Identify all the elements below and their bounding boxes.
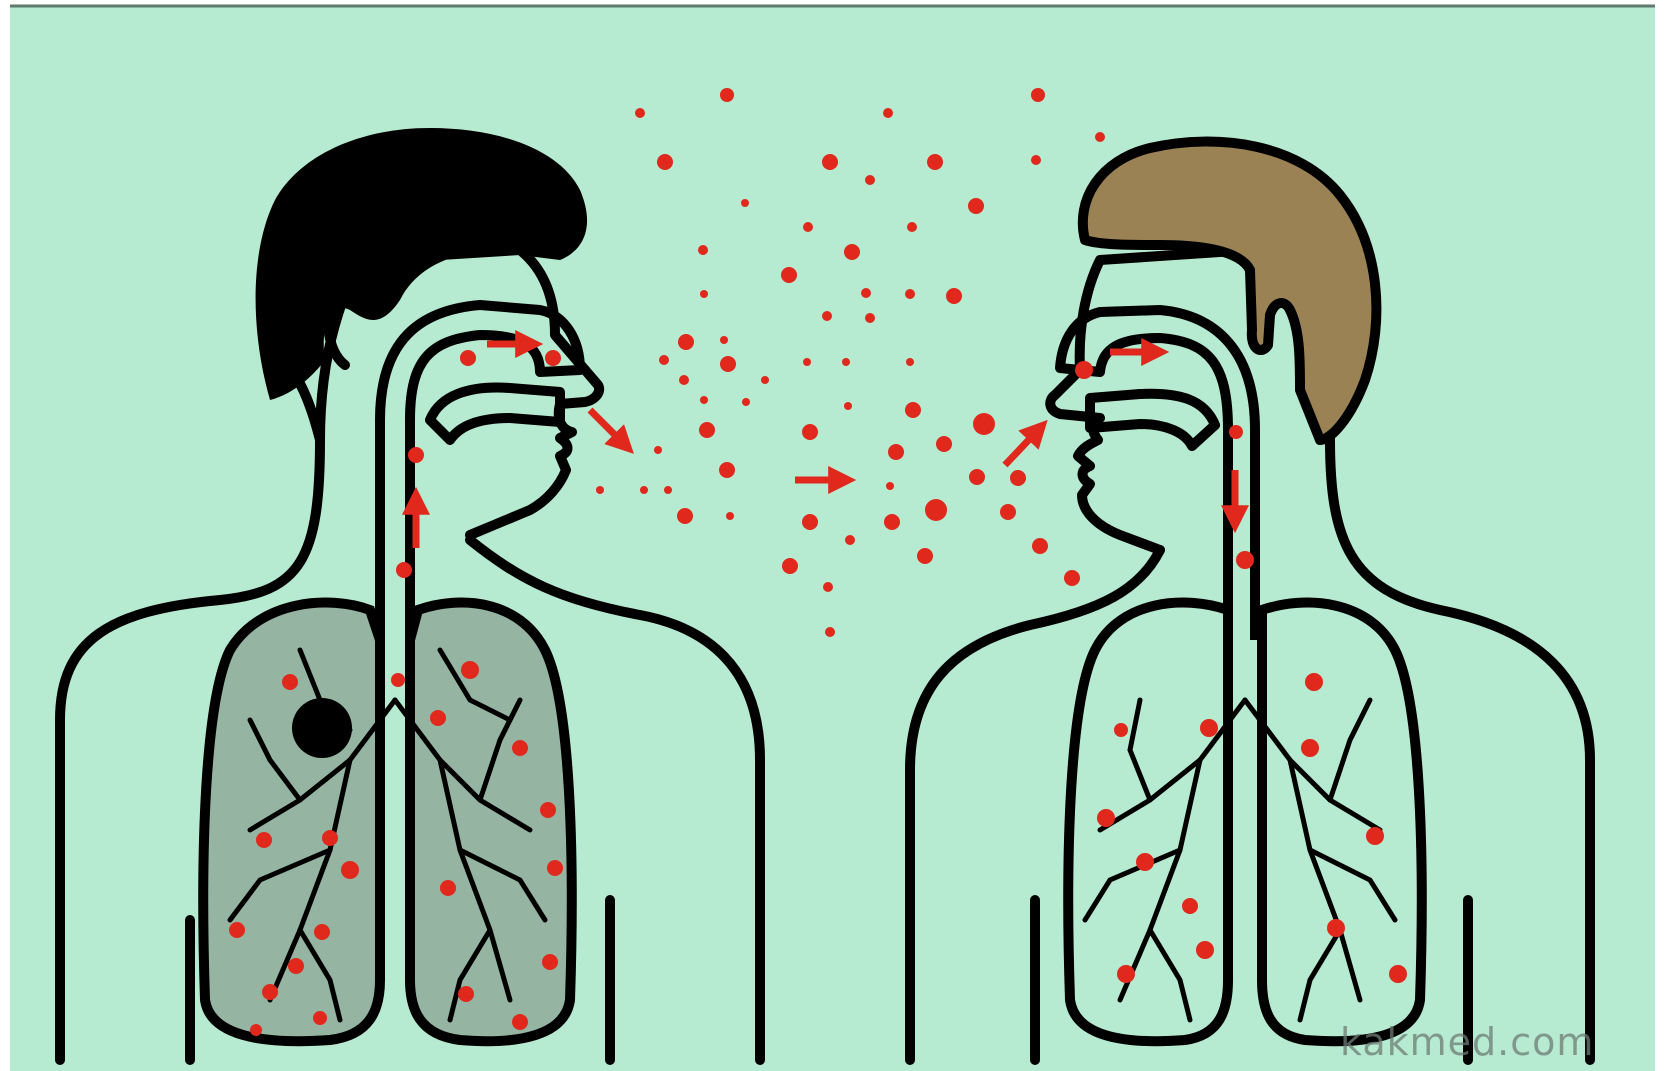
left-lung-right bbox=[410, 603, 572, 1042]
left-lung-left bbox=[203, 603, 380, 1042]
watermark: kakmed.com bbox=[1340, 1020, 1594, 1064]
right-lung-left bbox=[1068, 603, 1228, 1042]
lung-lesion bbox=[292, 698, 352, 758]
